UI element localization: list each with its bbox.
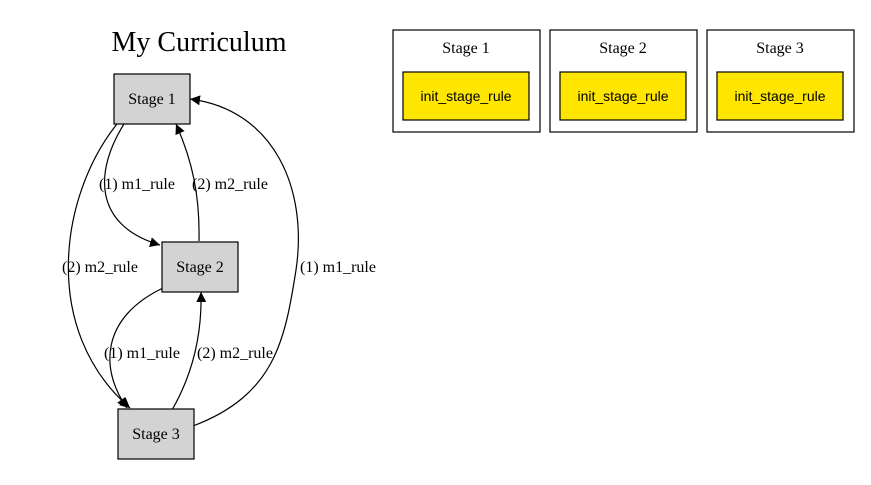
node-stage1: Stage 1 <box>113 73 191 125</box>
stage-panel-title: Stage 2 <box>599 40 647 57</box>
stage-panel-3: Stage 3 init_stage_rule <box>706 29 855 133</box>
edge-stage2-to-stage3 <box>109 287 164 409</box>
rule-box <box>559 71 687 121</box>
edge-label: (2) m2_rule <box>192 176 268 193</box>
diagram-title: My Curriculum <box>112 27 287 58</box>
edge-stage1-to-stage2 <box>103 123 161 247</box>
edge-stage3-to-stage1 <box>189 95 299 427</box>
stage-panel-title: Stage 1 <box>442 40 490 57</box>
rule-box <box>402 71 530 121</box>
stage-panel-1: Stage 1 init_stage_rule <box>392 29 541 133</box>
edge-label: (1) m1_rule <box>300 259 376 276</box>
edge-label: (2) m2_rule <box>197 345 273 362</box>
rule-label: init_stage_rule <box>420 88 511 104</box>
edge-label: (1) m1_rule <box>104 345 180 362</box>
node-label: Stage 3 <box>132 426 180 443</box>
node-label: Stage 1 <box>128 91 176 108</box>
edges <box>67 95 299 427</box>
stage-panel-2: Stage 2 init_stage_rule <box>549 29 698 133</box>
edge-label: (2) m2_rule <box>62 259 138 276</box>
edge-stage2-to-stage1 <box>175 123 200 242</box>
edge-label: (1) m1_rule <box>99 176 175 193</box>
node-stage2: Stage 2 <box>161 241 239 293</box>
edge-stage3-to-stage2 <box>171 291 207 411</box>
stage-panel-title: Stage 3 <box>756 40 804 57</box>
edge-stage1-to-stage3 <box>67 123 131 409</box>
rule-label: init_stage_rule <box>734 88 825 104</box>
node-stage3: Stage 3 <box>117 408 195 460</box>
rule-box <box>716 71 844 121</box>
node-label: Stage 2 <box>176 259 224 276</box>
rule-label: init_stage_rule <box>577 88 668 104</box>
